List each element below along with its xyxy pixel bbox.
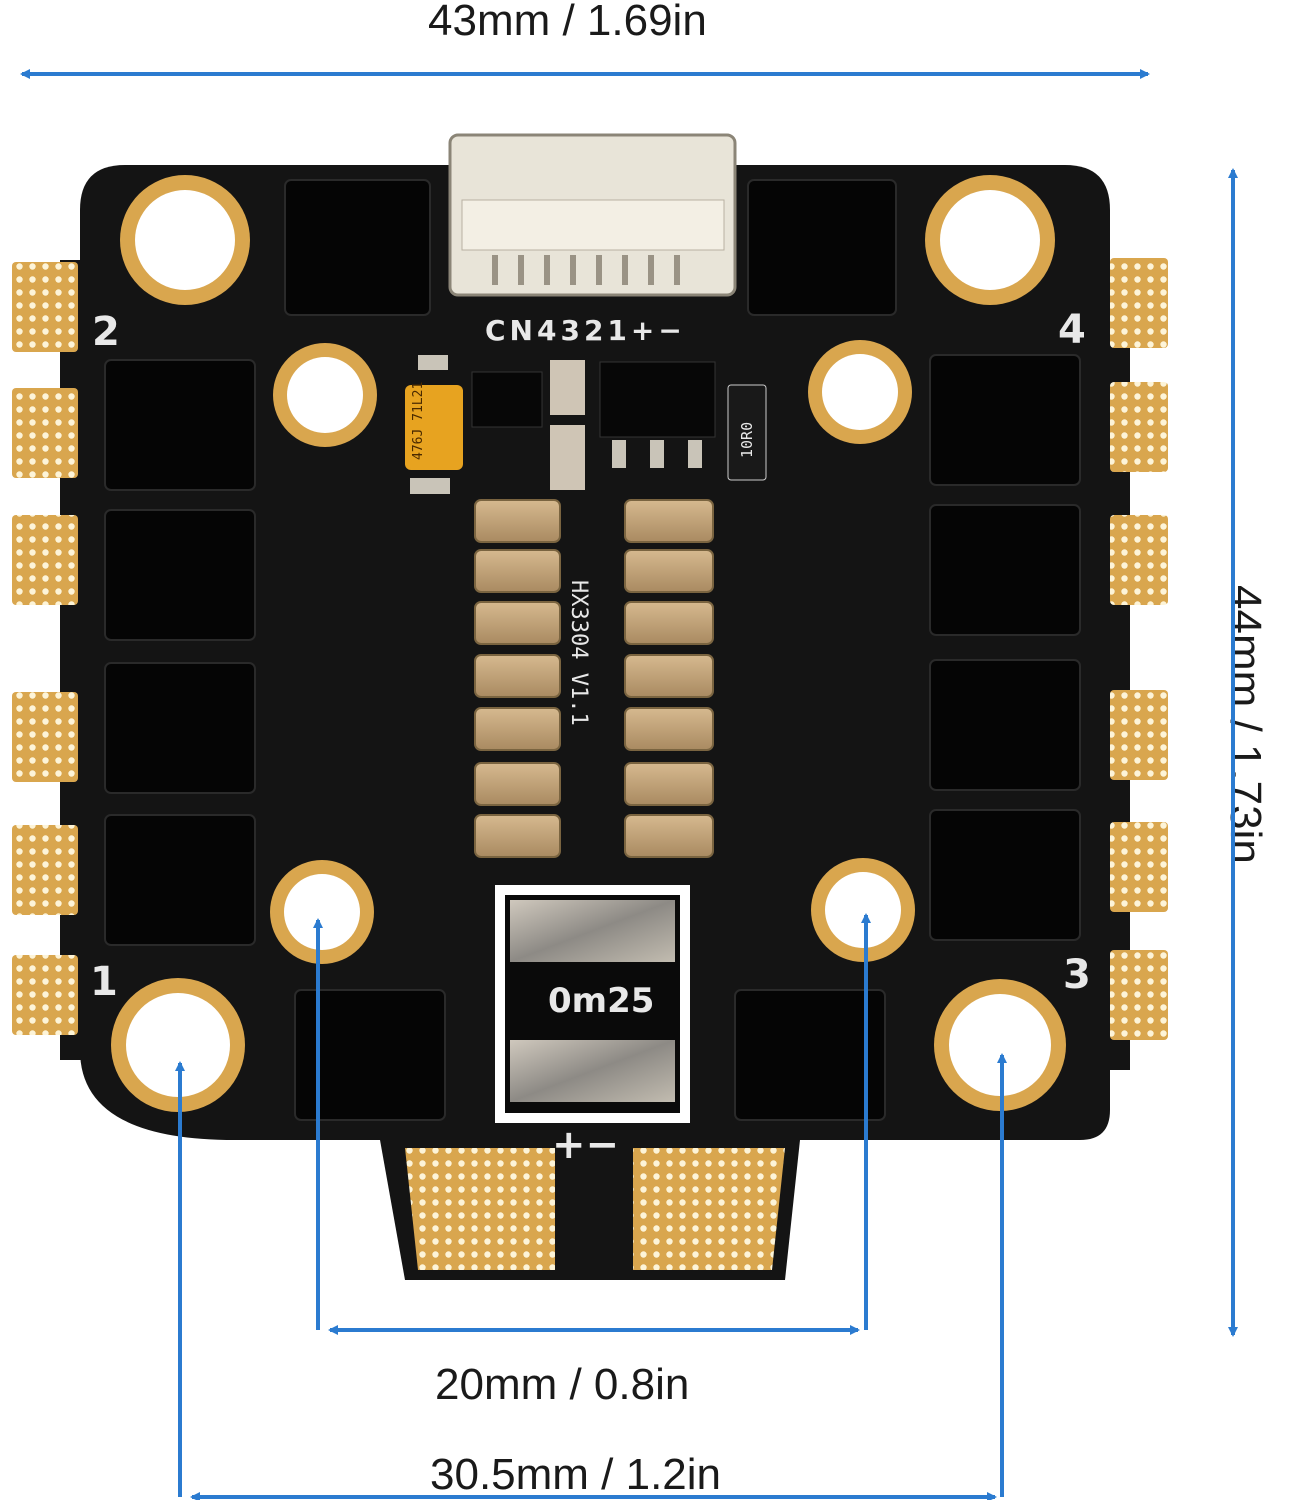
left-motor-pads xyxy=(12,262,78,1035)
battery-pad-negative xyxy=(633,1148,785,1270)
outer-mount-dimension-label: 30.5mm / 1.2in xyxy=(430,1450,722,1499)
capacitor-marking: 476J 71L21 xyxy=(411,382,426,460)
motor-pad xyxy=(12,388,78,478)
dimension-arrows xyxy=(20,69,1238,1500)
battery-pad-positive xyxy=(405,1148,555,1270)
motor-label-2: 2 xyxy=(92,309,120,355)
capacitor-bank xyxy=(474,499,714,858)
connector-label: CN4321+− xyxy=(485,314,686,347)
inner-mount-holes xyxy=(270,340,915,964)
motor-pad xyxy=(12,262,78,352)
motor-pad xyxy=(1110,690,1168,780)
outer-mount-holes xyxy=(111,175,1066,1112)
power-polarity-label: +− xyxy=(552,1122,619,1168)
motor-pad xyxy=(1110,382,1168,472)
shunt-label: 0m25 xyxy=(548,981,654,1021)
motor-label-3: 3 xyxy=(1063,952,1091,998)
width-dimension-label: 43mm / 1.69in xyxy=(428,0,707,45)
mosfets xyxy=(104,179,1081,1121)
motor-pad xyxy=(1110,258,1168,348)
motor-pad xyxy=(12,825,78,915)
motor-pad xyxy=(12,955,78,1035)
inner-mount-dimension-label: 20mm / 0.8in xyxy=(435,1360,690,1409)
motor-pad xyxy=(12,692,78,782)
shunt-resistor xyxy=(495,885,690,1123)
connector xyxy=(448,133,737,297)
battery-pads xyxy=(380,1140,800,1280)
regulator-components xyxy=(405,355,767,494)
motor-label-1: 1 xyxy=(90,959,118,1005)
motor-pad xyxy=(1110,950,1168,1040)
motor-pad xyxy=(1110,822,1168,912)
right-motor-pads xyxy=(1110,258,1168,1040)
motor-label-4: 4 xyxy=(1058,307,1086,353)
board-model-label: HX3304 V1.1 xyxy=(566,580,591,726)
motor-pad xyxy=(12,515,78,605)
motor-pad xyxy=(1110,515,1168,605)
resistor-marking: 10R0 xyxy=(738,422,756,458)
